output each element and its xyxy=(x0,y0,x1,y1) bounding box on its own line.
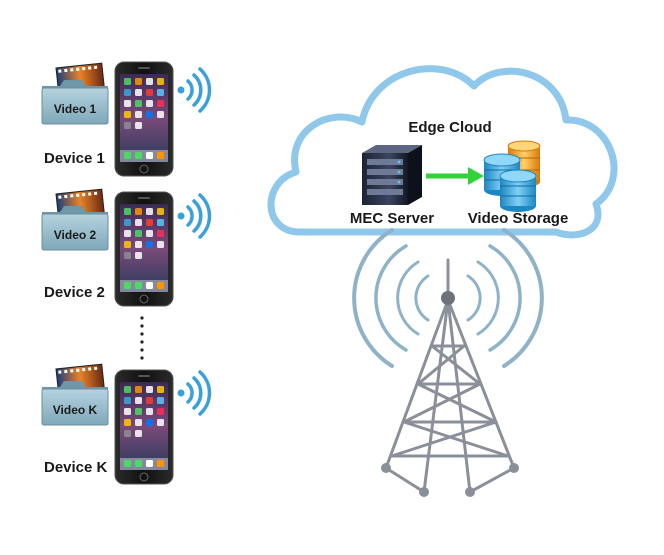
tower-joints xyxy=(381,291,519,497)
device-label: Device 1 xyxy=(44,150,105,167)
cell-tower-icon xyxy=(384,258,516,494)
storage-label: Video Storage xyxy=(468,210,569,227)
server-label: MEC Server xyxy=(350,210,434,227)
wifi-signal-icon xyxy=(175,370,212,416)
tower-signal-waves xyxy=(352,228,544,368)
device-label: Device 2 xyxy=(44,284,105,301)
device-label: Device K xyxy=(44,459,108,476)
smartphone-icon xyxy=(114,369,174,485)
device-k: Video K Device K xyxy=(41,363,212,485)
video-label: Video 2 xyxy=(54,228,97,242)
smartphone-icon xyxy=(114,191,174,307)
ellipsis-dots xyxy=(140,316,144,360)
device-2: Video 2 Device 2 xyxy=(41,188,212,307)
device-1: Video 1 Device 1 xyxy=(41,61,212,177)
edge-cloud: Edge Cloud MEC Server xyxy=(267,65,618,239)
wifi-signal-icon xyxy=(175,67,212,113)
video-label: Video K xyxy=(53,403,98,417)
cloud-title: Edge Cloud xyxy=(408,119,491,136)
smartphone-icon xyxy=(114,61,174,177)
server-icon xyxy=(362,145,422,205)
video-label: Video 1 xyxy=(54,102,97,116)
database-icon xyxy=(483,140,541,213)
wifi-signal-icon xyxy=(175,193,212,239)
arrow-right-icon xyxy=(426,167,484,185)
